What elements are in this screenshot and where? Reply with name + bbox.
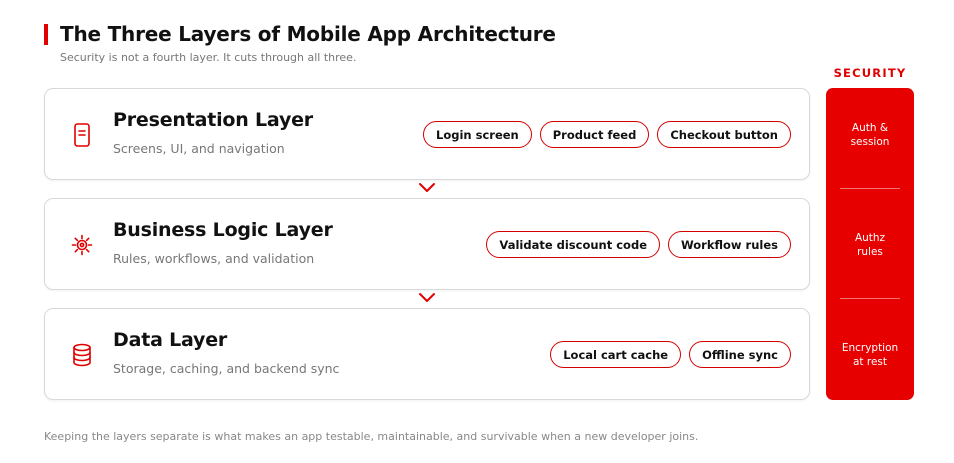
example-chip: Login screen xyxy=(423,121,532,148)
security-label: SECURITY xyxy=(833,66,907,80)
layer-title: Business Logic Layer xyxy=(113,219,333,241)
presentation-layer-card: Presentation Layer Screens, UI, and navi… xyxy=(44,88,810,180)
layer-description: Rules, workflows, and validation xyxy=(113,251,315,266)
security-divider xyxy=(840,188,900,189)
page-title: The Three Layers of Mobile App Architect… xyxy=(60,22,556,46)
example-chip: Validate discount code xyxy=(486,231,660,258)
example-chip: Checkout button xyxy=(657,121,791,148)
example-chip: Product feed xyxy=(539,121,650,148)
gear-icon xyxy=(70,232,94,258)
layer-description: Screens, UI, and navigation xyxy=(113,141,285,156)
security-item-line: at rest xyxy=(852,356,888,368)
security-item: Auth & session xyxy=(826,121,914,149)
example-chip: Offline sync xyxy=(689,341,791,368)
security-item-line: Auth & xyxy=(851,122,889,134)
layer-description: Storage, caching, and backend sync xyxy=(113,361,340,376)
security-item-line: Authz xyxy=(854,232,886,244)
page-subtitle: Security is not a fourth layer. It cuts … xyxy=(60,51,357,64)
phone-icon xyxy=(70,122,94,148)
security-divider xyxy=(840,298,900,299)
security-item-line: rules xyxy=(857,246,883,258)
security-panel: Auth & session Authz rules Encryption at… xyxy=(826,88,914,400)
security-item-line: session xyxy=(850,136,890,148)
data-layer-card: Data Layer Storage, caching, and backend… xyxy=(44,308,810,400)
security-item: Encryption at rest xyxy=(826,341,914,369)
business-logic-layer-card: Business Logic Layer Rules, workflows, a… xyxy=(44,198,810,290)
security-item-line: Encryption xyxy=(841,342,899,354)
database-icon xyxy=(70,342,94,368)
layer-title: Presentation Layer xyxy=(113,109,313,131)
example-chips: Login screen Product feed Checkout butto… xyxy=(423,121,791,148)
layer-title: Data Layer xyxy=(113,329,228,351)
example-chip: Workflow rules xyxy=(668,231,791,258)
title-accent-bar xyxy=(44,24,48,45)
security-item: Authz rules xyxy=(826,231,914,259)
example-chips: Local cart cache Offline sync xyxy=(550,341,791,368)
chevron-down-icon xyxy=(418,182,436,194)
example-chips: Validate discount code Workflow rules xyxy=(486,231,791,258)
chevron-down-icon xyxy=(418,292,436,304)
example-chip: Local cart cache xyxy=(550,341,682,368)
footer-note: Keeping the layers separate is what make… xyxy=(44,430,699,443)
